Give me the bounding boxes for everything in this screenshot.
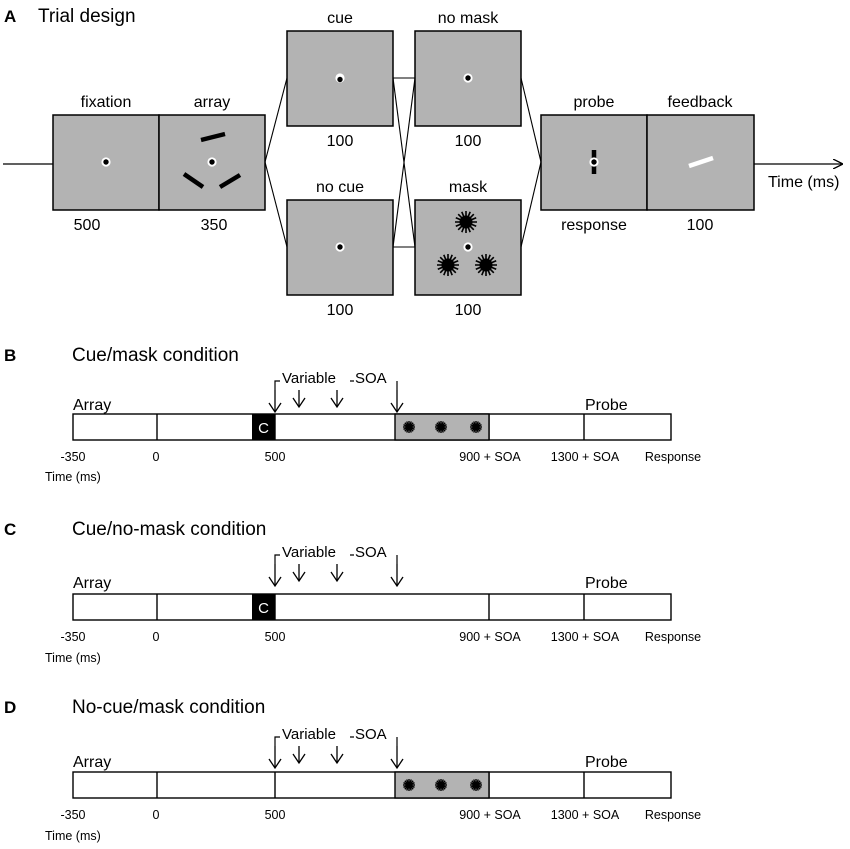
cue-block-b xyxy=(252,414,275,440)
variable-label-b: Variable xyxy=(282,370,336,387)
panel-d: D No-cue/mask condition Variable SOA Arr… xyxy=(4,697,701,843)
array-screen xyxy=(158,114,266,211)
soa-bracket-c xyxy=(274,554,398,564)
timeline-bar-d xyxy=(72,771,672,799)
panel-letter-d: D xyxy=(4,698,16,717)
panel-c: C Cue/no-mask condition Variable SOA Arr… xyxy=(4,519,701,665)
panel-a: A Trial design Time (ms) fixation 500 ar… xyxy=(3,6,842,319)
timeline-bar-c xyxy=(72,593,672,621)
time-axis-label: Time (ms) xyxy=(768,174,839,191)
tick-c-0: 0 xyxy=(153,630,160,644)
probe-label-d: Probe xyxy=(585,754,628,771)
mask-burst-top xyxy=(454,210,478,234)
probe-label-c: Probe xyxy=(585,575,628,592)
tick-b-response: Response xyxy=(645,450,701,464)
cue-label: cue xyxy=(327,10,353,27)
tick-d-minus-350: -350 xyxy=(60,808,85,822)
timeline-bar-b xyxy=(72,413,672,441)
mask-burst-left xyxy=(436,253,460,277)
array-duration: 350 xyxy=(201,217,228,234)
variable-label-c: Variable xyxy=(282,544,336,561)
probe-label: probe xyxy=(574,94,615,111)
mask-duration: 100 xyxy=(455,302,482,319)
no-cue-label: no cue xyxy=(316,179,364,196)
panel-title-b: Cue/mask condition xyxy=(72,345,239,366)
array-label-d: Array xyxy=(73,754,111,771)
panel-title-a: Trial design xyxy=(38,6,136,27)
tick-b-0: 0 xyxy=(153,450,160,464)
mask-label: mask xyxy=(449,179,488,196)
array-label-c: Array xyxy=(73,575,111,592)
tick-c-minus-350: -350 xyxy=(60,630,85,644)
no-mask-screen xyxy=(414,30,522,127)
feedback-screen xyxy=(646,114,755,211)
soa-bracket-b xyxy=(274,380,398,390)
cue-letter-c: C xyxy=(258,600,269,617)
array-bar-left xyxy=(182,172,205,189)
soa-arrows-d xyxy=(268,746,404,770)
mask-burst-right xyxy=(474,253,498,277)
panel-b: B Cue/mask condition Variable SOA Array … xyxy=(4,345,701,484)
soa-bracket-d xyxy=(274,736,398,746)
fixation-screen xyxy=(52,114,160,211)
feedback-duration: 100 xyxy=(687,217,714,234)
cue-duration: 100 xyxy=(327,133,354,150)
array-label: array xyxy=(194,94,230,111)
tick-d-900-soa: 900 + SOA xyxy=(459,808,521,822)
feedback-bar xyxy=(688,155,714,169)
fixation-duration: 500 xyxy=(74,217,101,234)
no-cue-duration: 100 xyxy=(327,302,354,319)
probe-screen xyxy=(540,114,648,211)
soa-label-b: SOA xyxy=(355,370,387,387)
panel-letter-b: B xyxy=(4,346,16,365)
soa-arrows-c xyxy=(268,564,404,588)
cue-letter-b: C xyxy=(258,420,269,437)
no-cue-screen xyxy=(286,199,394,296)
probe-sublabel: response xyxy=(561,217,627,234)
time-label-b: Time (ms) xyxy=(45,470,101,484)
cue-screen xyxy=(286,30,394,127)
tick-c-response: Response xyxy=(645,630,701,644)
array-bar-right xyxy=(218,173,242,189)
panel-title-d: No-cue/mask condition xyxy=(72,697,265,718)
array-bar-top xyxy=(200,131,226,143)
panel-letter-c: C xyxy=(4,520,16,539)
tick-b-500: 500 xyxy=(265,450,286,464)
no-mask-label: no mask xyxy=(438,10,499,27)
panel-letter-a: A xyxy=(4,7,16,26)
tick-d-500: 500 xyxy=(265,808,286,822)
panel-title-c: Cue/no-mask condition xyxy=(72,519,266,540)
soa-label-c: SOA xyxy=(355,544,387,561)
tick-d-response: Response xyxy=(645,808,701,822)
time-label-d: Time (ms) xyxy=(45,829,101,843)
array-label-b: Array xyxy=(73,397,111,414)
soa-label-d: SOA xyxy=(355,726,387,743)
mask-screen xyxy=(414,199,522,296)
branch-connectors xyxy=(264,77,542,248)
tick-d-0: 0 xyxy=(153,808,160,822)
soa-arrows-b xyxy=(268,390,404,414)
feedback-label: feedback xyxy=(668,94,734,111)
time-label-c: Time (ms) xyxy=(45,651,101,665)
tick-c-900-soa: 900 + SOA xyxy=(459,630,521,644)
tick-d-1300-soa: 1300 + SOA xyxy=(551,808,620,822)
tick-b-1300-soa: 1300 + SOA xyxy=(551,450,620,464)
probe-label-b: Probe xyxy=(585,397,628,414)
tick-c-1300-soa: 1300 + SOA xyxy=(551,630,620,644)
fixation-label: fixation xyxy=(81,94,132,111)
tick-b-900-soa: 900 + SOA xyxy=(459,450,521,464)
cue-block-c xyxy=(252,594,275,620)
tick-b-minus-350: -350 xyxy=(60,450,85,464)
variable-label-d: Variable xyxy=(282,726,336,743)
no-mask-duration: 100 xyxy=(455,133,482,150)
tick-c-500: 500 xyxy=(265,630,286,644)
